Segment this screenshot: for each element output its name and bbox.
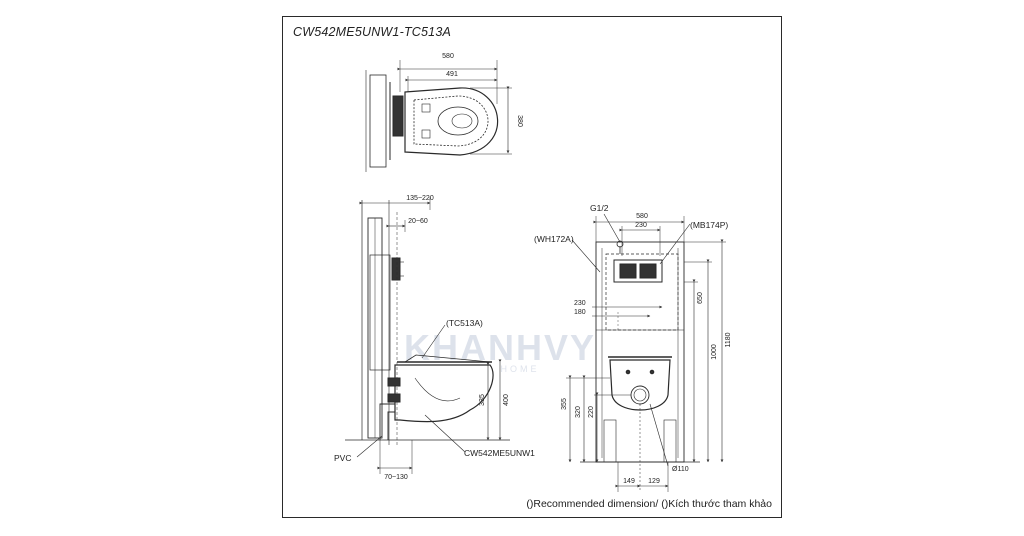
watermark-subtext: HOME — [501, 364, 540, 374]
dim-front-1180: 1180 — [725, 332, 732, 347]
model-title: CW542ME5UNW1-TC513A — [293, 25, 452, 39]
dim-front-320: 320 — [575, 406, 582, 418]
dim-front-129: 129 — [648, 478, 660, 485]
dim-front-355: 355 — [561, 398, 568, 410]
side-view — [345, 197, 510, 474]
top-view — [365, 60, 512, 172]
dim-side-400: 400 — [503, 394, 510, 406]
dim-side-70-130: 70~130 — [384, 474, 408, 481]
dim-top-491: 491 — [446, 71, 458, 78]
dim-top-580: 580 — [442, 53, 454, 60]
drawing-sheet: CW542ME5UNW1-TC513A ()Recommended dimens… — [282, 16, 782, 518]
dim-front-220: 220 — [588, 406, 595, 418]
dim-front-230: 230 — [574, 300, 586, 307]
dim-front-580: 580 — [636, 213, 648, 220]
dim-front-1000: 1000 — [711, 344, 718, 360]
dim-side-335: 335 — [479, 394, 486, 406]
label-seat: (TC513A) — [446, 318, 483, 328]
dim-front-230-top: 230 — [635, 222, 647, 229]
label-bowl-model: CW542ME5UNW1 — [464, 448, 535, 458]
label-inlet: G1/2 — [590, 203, 609, 213]
dim-front-110: Ø110 — [672, 466, 689, 473]
dim-front-180: 180 — [574, 309, 586, 316]
label-plate: (MB174P) — [690, 220, 728, 230]
dim-front-149: 149 — [623, 478, 635, 485]
dim-front-650: 650 — [697, 292, 704, 304]
label-pvc: PVC — [334, 453, 351, 463]
footnote: ()Recommended dimension/ ()Kích thước th… — [526, 498, 772, 510]
front-view — [566, 213, 726, 492]
dim-top-380: 380 — [516, 115, 523, 127]
dim-side-20-60: 20~60 — [408, 218, 428, 225]
dim-side-135-220: 135~220 — [406, 195, 434, 202]
label-tank: (WH172A) — [534, 234, 574, 244]
